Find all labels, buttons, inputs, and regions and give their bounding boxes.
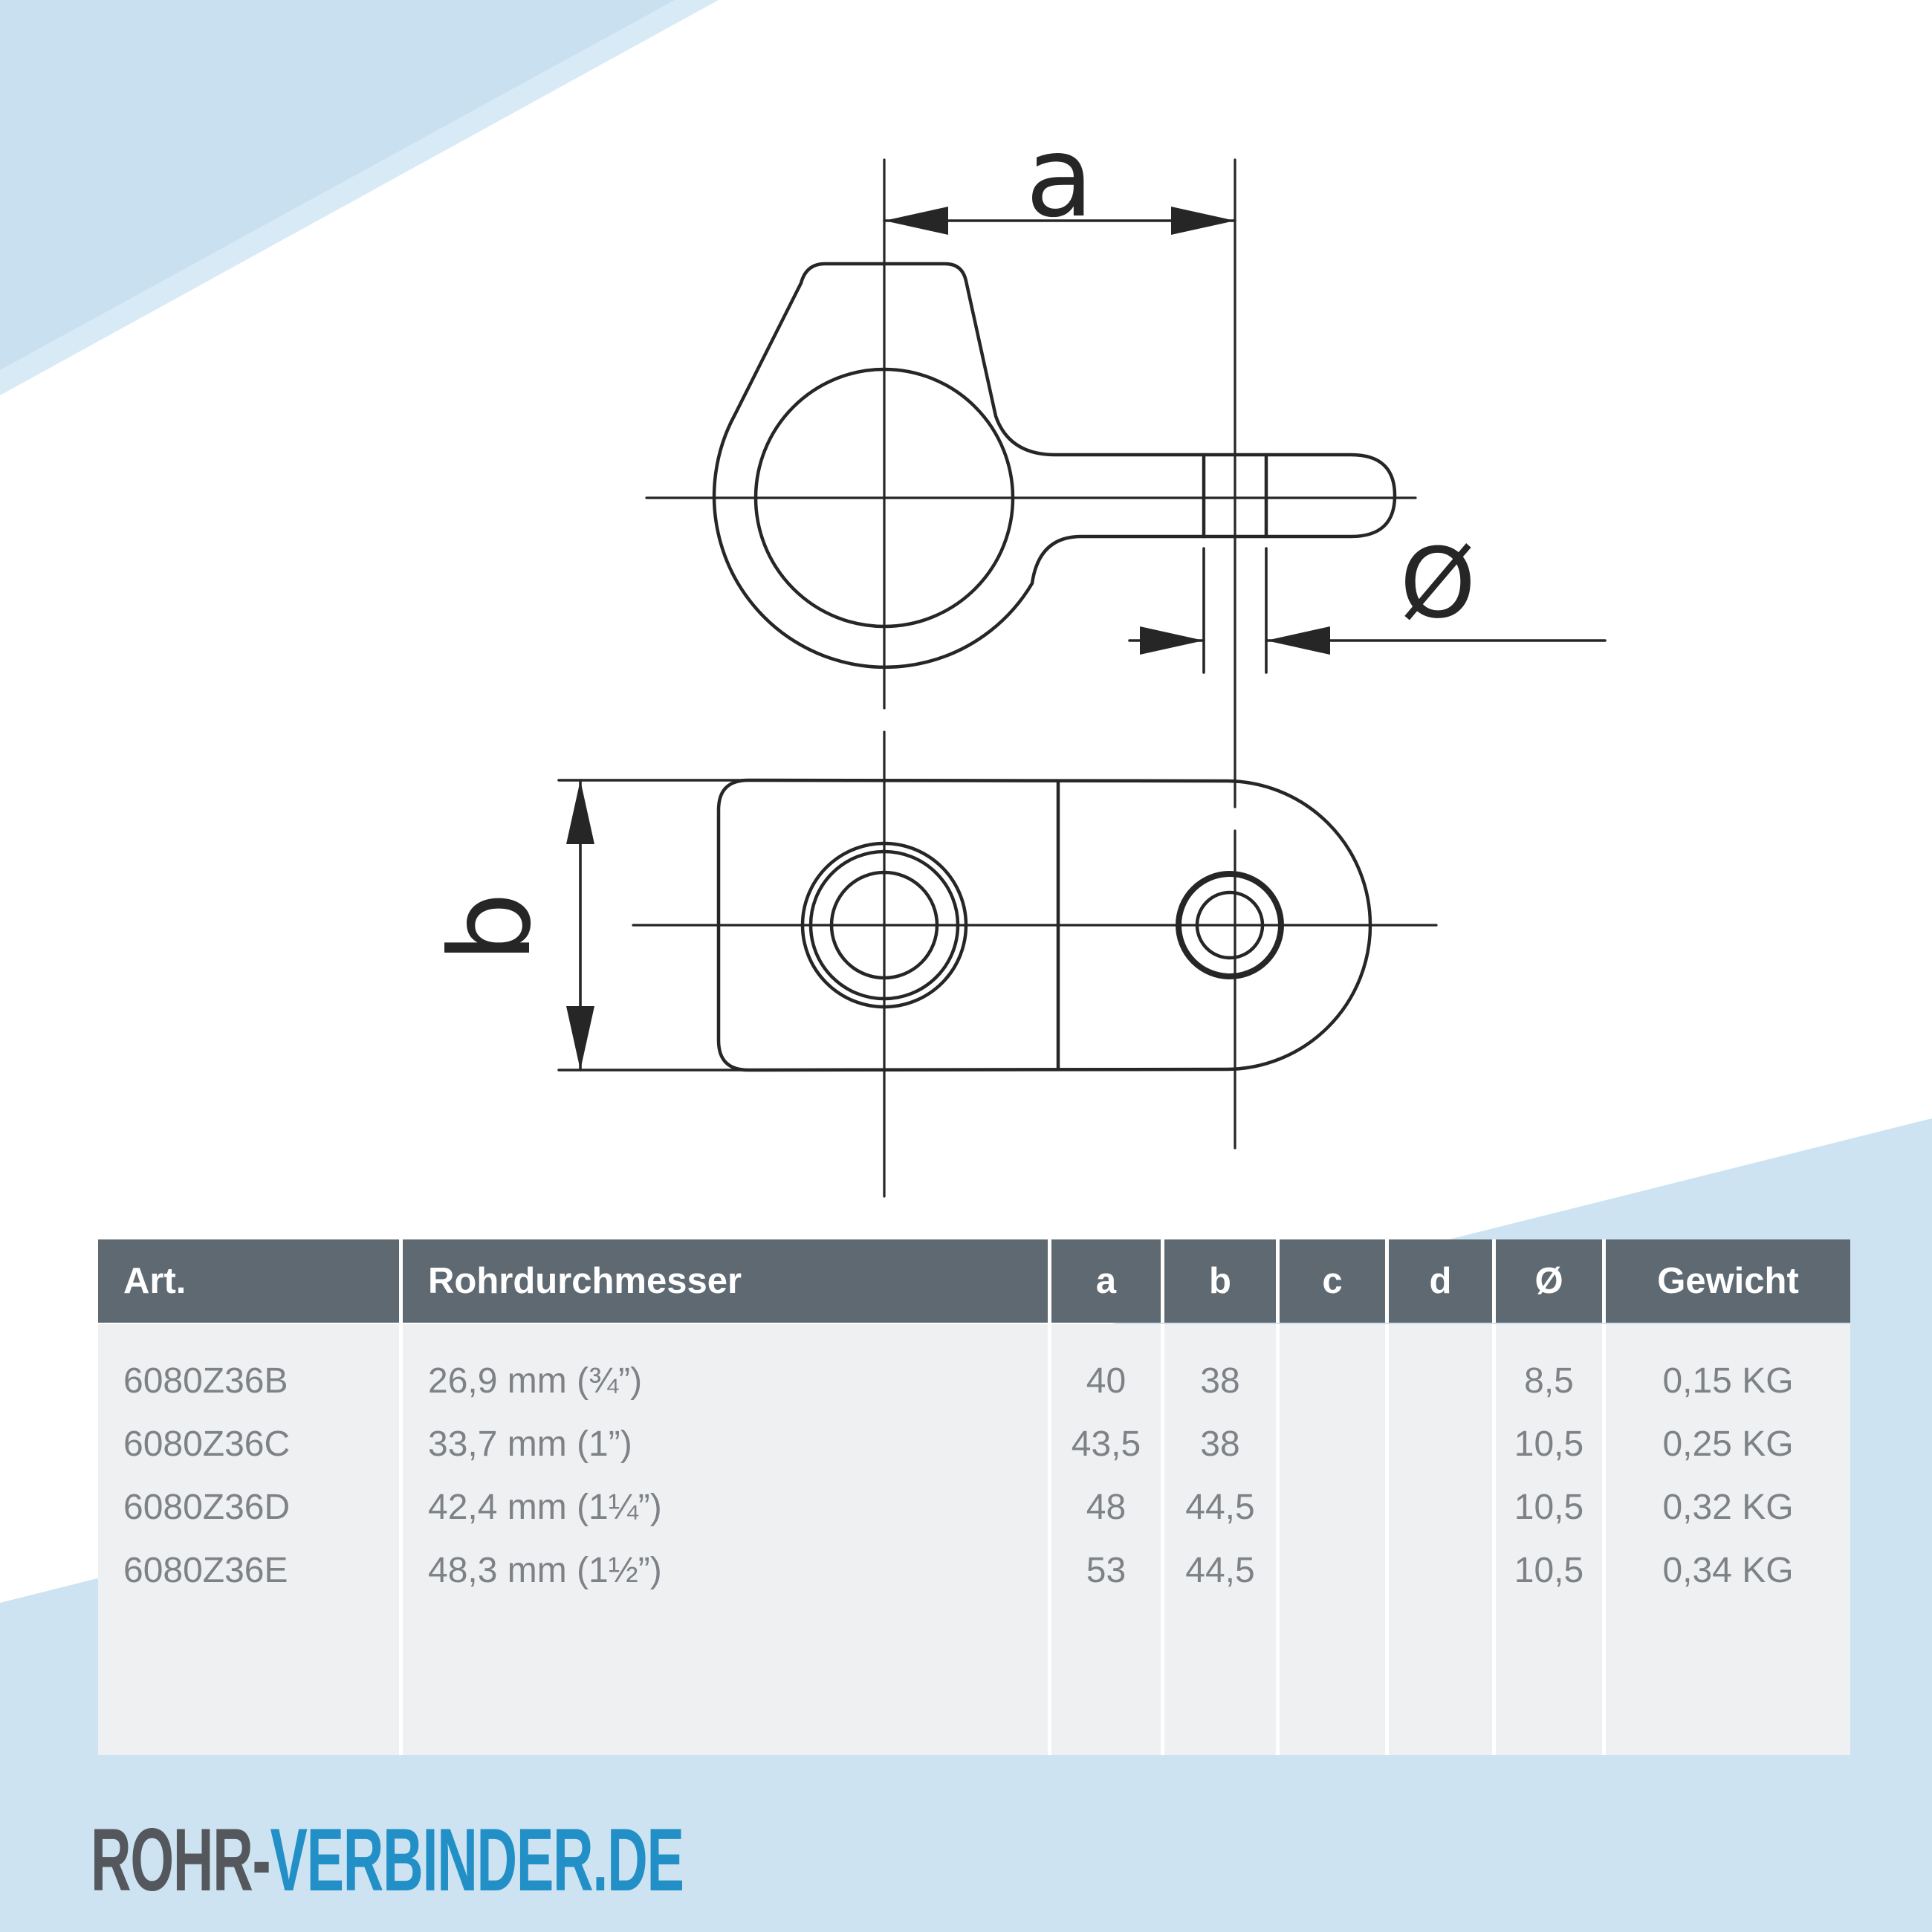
cell-diameter: 10,5: [1514, 1488, 1584, 1527]
cell-gewicht: 0,15 KG: [1662, 1361, 1794, 1401]
header-d: d: [1385, 1239, 1492, 1323]
column-a: 40 43,5 48 53: [1048, 1324, 1161, 1755]
column-b: 38 38 44,5 44,5: [1161, 1324, 1276, 1755]
header-b: b: [1161, 1239, 1276, 1323]
cell-rohr: 42,4 mm (1¼”): [428, 1488, 662, 1527]
header-c: c: [1276, 1239, 1385, 1323]
cell-diameter: 8,5: [1524, 1361, 1574, 1401]
cell-art: 6080Z36D: [123, 1488, 291, 1527]
cell-b: 38: [1200, 1424, 1240, 1464]
centerlines: [632, 158, 1438, 1198]
cell-a: 40: [1086, 1361, 1127, 1401]
cell-gewicht: 0,32 KG: [1662, 1488, 1794, 1527]
dimension-arrowheads: [566, 207, 1330, 1070]
cell-art: 6080Z36B: [123, 1361, 288, 1401]
column-c: [1276, 1324, 1385, 1755]
cell-c: [1280, 1476, 1385, 1539]
header-a: a: [1048, 1239, 1161, 1323]
cell-a: 43,5: [1071, 1424, 1141, 1464]
cell-b: 38: [1200, 1361, 1240, 1401]
dim-b-label: b: [427, 892, 556, 962]
site-logo: ROHR-VERBINDER.DE: [91, 1809, 684, 1911]
dim-a-label: a: [1025, 113, 1094, 242]
cell-gewicht: 0,25 KG: [1662, 1424, 1794, 1464]
cell-d: [1389, 1539, 1492, 1602]
cell-c: [1280, 1349, 1385, 1413]
column-art: 6080Z36B 6080Z36C 6080Z36D 6080Z36E: [98, 1324, 399, 1755]
logo-text-rohr: ROHR-: [91, 1810, 271, 1910]
cell-art: 6080Z36E: [123, 1551, 288, 1590]
cell-b: 44,5: [1185, 1488, 1255, 1527]
logo-text-verbinder: VERBINDER.DE: [270, 1810, 684, 1910]
cell-c: [1280, 1539, 1385, 1602]
spec-table-body: 6080Z36B 6080Z36C 6080Z36D 6080Z36E 26,9…: [98, 1324, 1850, 1755]
cell-rohr: 48,3 mm (1½”): [428, 1551, 662, 1590]
dim-diameter-label: Ø: [1400, 527, 1476, 640]
cell-diameter: 10,5: [1514, 1424, 1584, 1464]
top-left-triangle-dark: [0, 0, 675, 370]
cell-gewicht: 0,34 KG: [1662, 1551, 1794, 1590]
cell-d: [1389, 1413, 1492, 1476]
dimension-diameter: [1128, 547, 1607, 674]
top-view-outline: [712, 262, 1397, 670]
column-diameter: 8,5 10,5 10,5 10,5: [1492, 1324, 1602, 1755]
cell-rohr: 33,7 mm (1”): [428, 1424, 632, 1464]
cell-rohr: 26,9 mm (¾”): [428, 1361, 643, 1401]
cell-art: 6080Z36C: [123, 1424, 291, 1464]
cell-d: [1389, 1349, 1492, 1413]
header-diameter: Ø: [1492, 1239, 1602, 1323]
bottom-view-outline: [716, 778, 1372, 1072]
cell-c: [1280, 1413, 1385, 1476]
cell-b: 44,5: [1185, 1551, 1255, 1590]
cell-a: 48: [1086, 1488, 1127, 1527]
cell-a: 53: [1086, 1551, 1127, 1590]
spec-table: Art. Rohrdurchmesser a b c d Ø Gewicht 6…: [98, 1239, 1850, 1755]
column-rohrdurchmesser: 26,9 mm (¾”) 33,7 mm (1”) 42,4 mm (1¼”) …: [399, 1324, 1048, 1755]
cell-diameter: 10,5: [1514, 1551, 1584, 1590]
header-rohrdurchmesser: Rohrdurchmesser: [399, 1239, 1048, 1323]
column-gewicht: 0,15 KG 0,25 KG 0,32 KG 0,34 KG: [1602, 1324, 1850, 1755]
column-d: [1385, 1324, 1492, 1755]
spec-table-header: Art. Rohrdurchmesser a b c d Ø Gewicht: [98, 1239, 1850, 1323]
cell-d: [1389, 1476, 1492, 1539]
header-art: Art.: [98, 1239, 399, 1323]
header-gewicht: Gewicht: [1602, 1239, 1850, 1323]
